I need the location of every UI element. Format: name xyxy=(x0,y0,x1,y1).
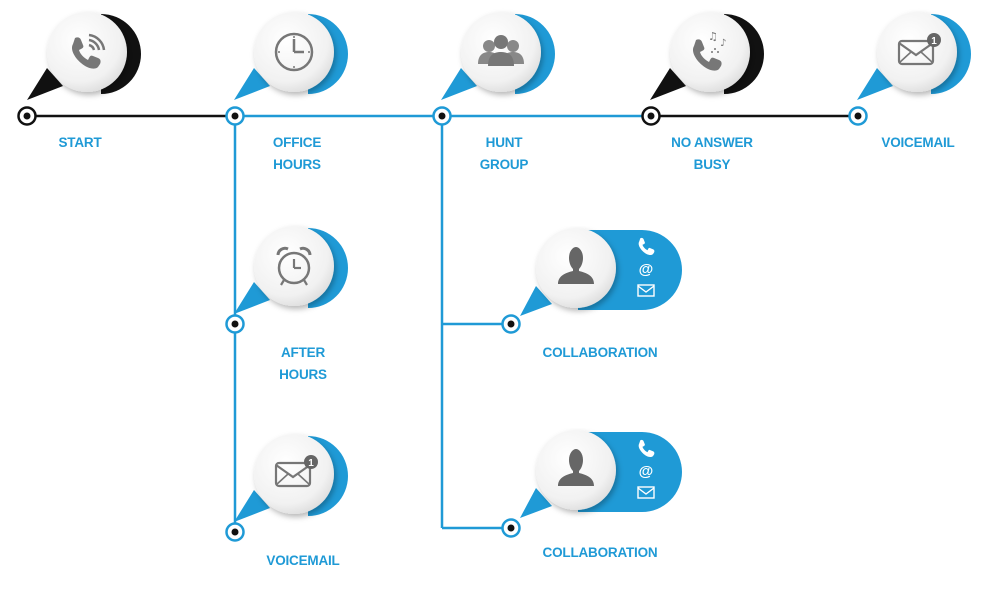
node-pointer xyxy=(520,286,552,316)
label-line: HOURS xyxy=(273,157,321,172)
badge-icon: 1 xyxy=(927,33,941,47)
clock-icon xyxy=(274,32,314,72)
label-start-text: START xyxy=(58,135,102,150)
node-pointer xyxy=(234,68,270,100)
label-voicemail-bottom: VOICEMAIL xyxy=(253,550,353,572)
node-disc xyxy=(254,434,334,514)
node-pointer xyxy=(234,490,270,522)
dot-no-answer xyxy=(641,106,661,126)
node-pointer xyxy=(857,68,893,100)
badge-count: 1 xyxy=(931,36,937,47)
person-icon xyxy=(558,247,594,284)
node-pointer xyxy=(234,282,270,314)
label-line: NO ANSWER xyxy=(671,135,753,150)
node-pointer xyxy=(27,68,63,100)
label-collaboration-2: COLLABORATION xyxy=(530,542,670,564)
group-icon xyxy=(478,35,524,66)
envelope-icon xyxy=(274,461,312,488)
dot-collaboration-2 xyxy=(501,518,521,538)
label-after-hours: AFTER HOURS xyxy=(253,342,353,386)
dot-voicemail-top xyxy=(848,106,868,126)
label-hunt-group: HUNT GROUP xyxy=(454,132,554,176)
label-collaboration-1: COLLABORATION xyxy=(530,342,670,364)
badge-icon: 1 xyxy=(304,455,318,469)
node-collaboration-1[interactable]: @ xyxy=(516,226,696,322)
envelope-icon xyxy=(637,284,655,297)
node-pointer xyxy=(441,68,477,100)
svg-text:♪: ♪ xyxy=(720,38,726,49)
envelope-icon xyxy=(897,39,935,66)
label-line: BUSY xyxy=(693,157,731,172)
phone-music-icon: ♫ ♪ xyxy=(692,30,726,71)
label-line: HUNT xyxy=(485,135,523,150)
at-sign-icon: @ xyxy=(639,463,654,480)
person-icon xyxy=(558,449,594,486)
label-text: VOICEMAIL xyxy=(266,553,340,568)
node-collaboration-2[interactable]: @ xyxy=(516,428,696,524)
label-text: VOICEMAIL xyxy=(881,135,955,150)
label-text: COLLABORATION xyxy=(542,545,658,560)
phone-icon xyxy=(638,439,655,458)
label-line: OFFICE xyxy=(272,135,322,150)
alarm-clock-icon xyxy=(276,246,312,286)
label-line: AFTER xyxy=(281,345,325,360)
phone-icon xyxy=(638,237,655,256)
dot-start xyxy=(17,106,37,126)
label-line: HOURS xyxy=(279,367,327,382)
node-office-hours[interactable] xyxy=(232,8,352,104)
node-voicemail-bottom[interactable]: 1 xyxy=(232,430,352,526)
node-start[interactable] xyxy=(25,8,145,104)
node-pointer xyxy=(650,68,686,100)
node-no-answer-busy[interactable]: ♫ ♪ xyxy=(648,8,768,104)
label-start: START xyxy=(30,132,130,154)
dot-after-hours xyxy=(225,314,245,334)
badge-count: 1 xyxy=(308,458,314,469)
svg-text:♫: ♫ xyxy=(708,30,718,43)
node-voicemail-top[interactable]: 1 xyxy=(855,8,975,104)
envelope-icon xyxy=(637,486,655,499)
label-no-answer-busy: NO ANSWER BUSY xyxy=(652,132,772,176)
at-sign-icon: @ xyxy=(639,261,654,278)
node-pointer xyxy=(520,488,552,518)
dot-collaboration-1 xyxy=(501,314,521,334)
dot-office-hours xyxy=(225,106,245,126)
dot-hunt-group xyxy=(432,106,452,126)
label-line: GROUP xyxy=(479,157,529,172)
dot-voicemail-bottom xyxy=(225,522,245,542)
node-after-hours[interactable] xyxy=(232,222,352,318)
node-hunt-group[interactable] xyxy=(439,8,559,104)
label-office-hours: OFFICE HOURS xyxy=(247,132,347,176)
node-disc xyxy=(877,12,957,92)
node-disc xyxy=(670,12,750,92)
phone-ringing-icon xyxy=(71,33,106,69)
label-text: COLLABORATION xyxy=(542,345,658,360)
label-voicemail-top: VOICEMAIL xyxy=(868,132,968,154)
node-disc xyxy=(47,12,127,92)
